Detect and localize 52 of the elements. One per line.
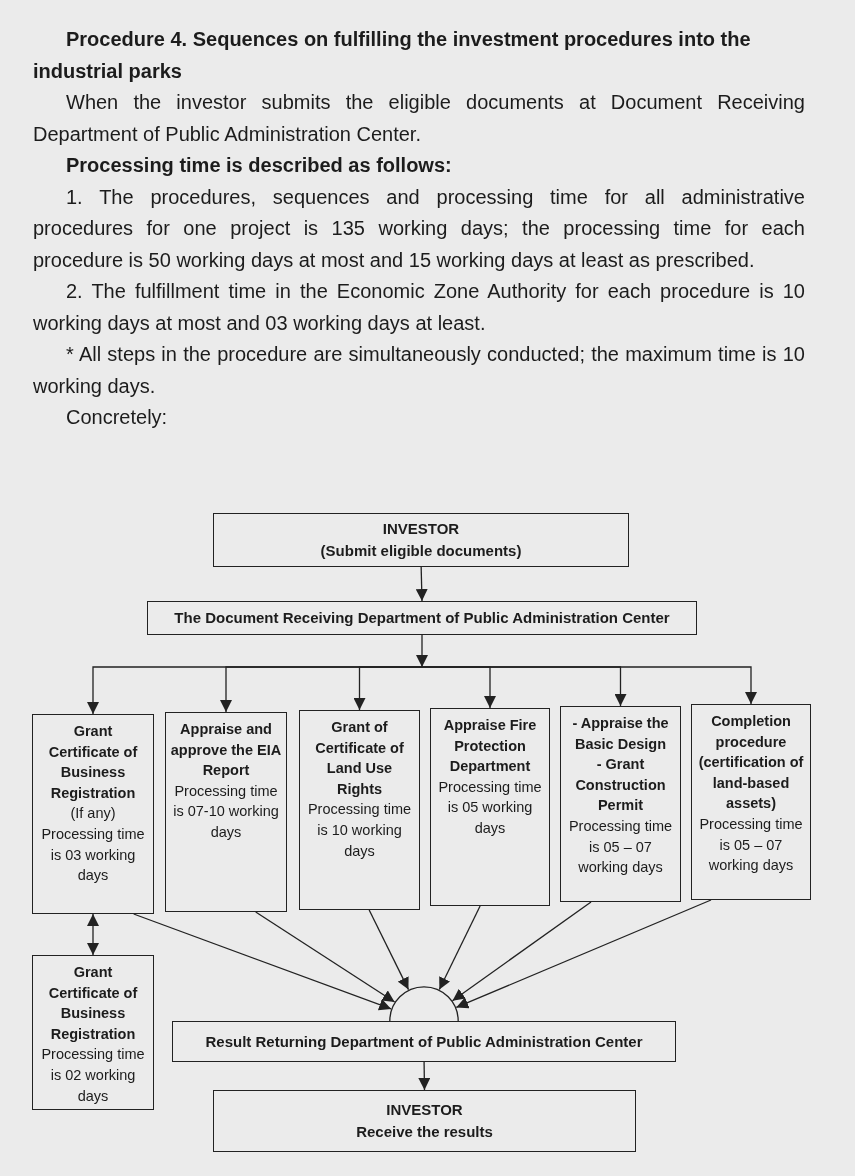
box-text: (Submit eligible documents) (320, 541, 522, 561)
box-text: Result Returning Department of Public Administration Center (205, 1031, 643, 1052)
process-box (147, 601, 697, 635)
arrow (418, 1061, 431, 1091)
box-text: Processing time is 10 working days (306, 800, 413, 861)
step-box (32, 955, 154, 1110)
step-box (165, 712, 287, 912)
box-text: Grant Certificate of Business Registration (47, 722, 139, 803)
box-text: - Appraise the Basic Design (571, 714, 670, 754)
box-text: Completion procedure (certification of land-based assets) (697, 712, 805, 814)
box-text: Grant of Certificate of Land Use Rights (314, 718, 405, 799)
box-text: Appraise Fire Protection Department (442, 716, 538, 777)
box-text: Processing time is 02 working days (40, 1045, 146, 1106)
box-text: Appraise and approve the EIA Report (170, 720, 282, 781)
arrow (133, 913, 392, 1011)
box-text: INVESTOR (382, 519, 460, 539)
process-box (213, 513, 629, 567)
arrow (421, 666, 757, 705)
box-text: INVESTOR (386, 1100, 463, 1120)
box-text: Receive the results (356, 1122, 493, 1142)
paragraph: 1. The procedures, sequences and processing time for all administrative procedures for one project is 135 working days; the processing time for each procedure is 50 working days at most and 15 working days at least as prescribed. (33, 184, 805, 273)
arrow (438, 905, 481, 991)
box-text: Processing time is 05 – 07 working days (698, 814, 804, 876)
process-box (213, 1090, 636, 1152)
paragraph: 2. The fulfillment time in the Economic Zone Authority for each procedure is 10 working days at most and 03 working days at least. (33, 279, 805, 336)
paragraph: Concretely: (65, 405, 169, 430)
paragraph: When the investor submits the eligible documents at Document Receiving Department of Public Administration Center. (33, 90, 805, 147)
box-text: Processing time is 07-10 working days (172, 781, 280, 842)
heading: Procedure 4. Sequences on fulfilling the investment procedures into the industrial parks (33, 27, 752, 84)
process-box (172, 1021, 676, 1062)
step-box (430, 708, 550, 906)
arrow (87, 913, 99, 956)
box-text: The Document Receiving Department of Public Administration Center (174, 608, 670, 628)
arrow (255, 911, 396, 1003)
arrow (451, 901, 592, 1002)
arrow (455, 899, 712, 1009)
step-box (560, 706, 681, 902)
arrow (415, 566, 428, 602)
box-text: (If any) Processing time is 03 working days (40, 804, 146, 886)
paragraph: * All steps in the procedure are simultaneously conducted; the maximum time is 10 working days. (33, 342, 805, 399)
step-box (691, 704, 811, 900)
box-text: Processing time is 05 working days (437, 777, 543, 838)
step-box (299, 710, 420, 910)
arrow (353, 666, 423, 711)
step-box (32, 714, 154, 914)
box-text: Processing time is 05 – 07 working days (567, 816, 674, 878)
box-text: Grant Certificate of Business Registration (47, 963, 139, 1044)
box-text: - Grant Construction Permit (574, 755, 667, 816)
subheading: Processing time is described as follows: (65, 153, 453, 178)
semicircle (389, 986, 459, 1021)
arrow (368, 909, 410, 991)
arrow (416, 634, 428, 668)
